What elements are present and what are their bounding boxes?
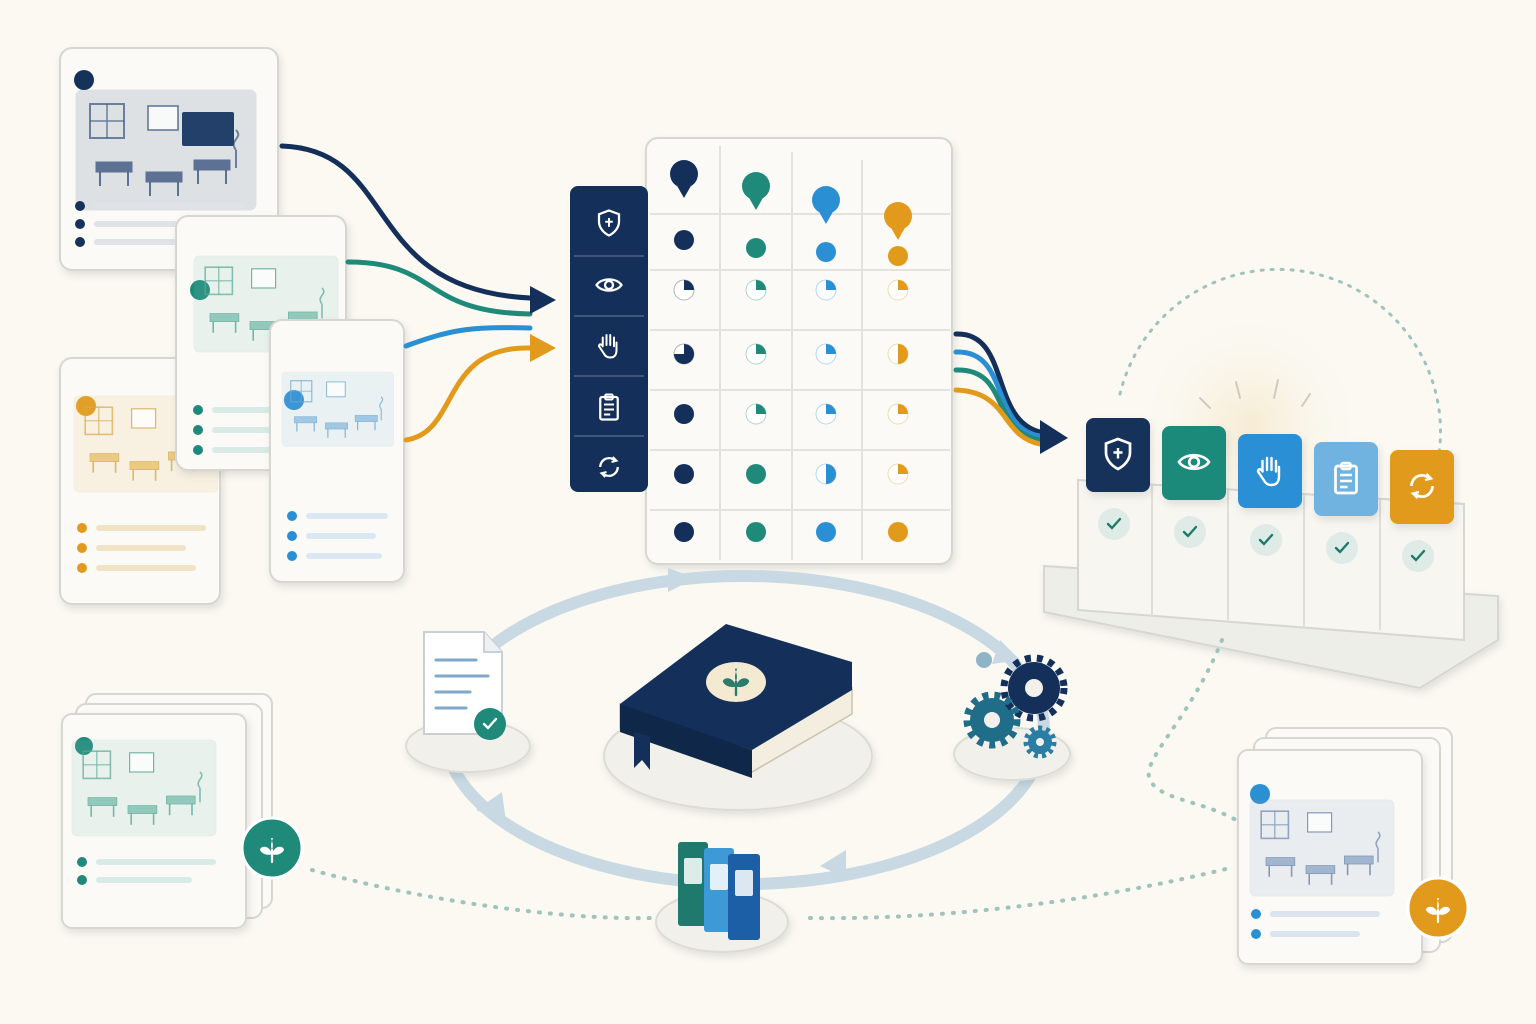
rating-dot [673, 279, 695, 301]
rating-dot [888, 246, 908, 266]
rating-dot [816, 242, 836, 262]
rating-dot [674, 404, 694, 424]
binders-icon[interactable] [655, 842, 789, 953]
result-tile-sky[interactable] [1314, 442, 1378, 564]
rating-dot [745, 403, 767, 425]
pin-teal-icon [742, 172, 770, 210]
source-cards [59, 47, 405, 605]
rating-dot [746, 522, 766, 542]
pin-orange-icon [884, 202, 912, 240]
result-tile-teal[interactable] [1162, 426, 1226, 548]
classroom-stack-teal[interactable] [61, 693, 304, 929]
rating-dot [746, 464, 766, 484]
rating-dot [674, 230, 694, 250]
classroom-photo-card-blue[interactable] [269, 319, 405, 583]
leaf-badge-icon [240, 816, 304, 880]
rating-dot [887, 403, 909, 425]
rating-dot [815, 343, 837, 365]
dotted-connectors [310, 638, 1238, 921]
result-tile-navy[interactable] [1086, 418, 1150, 540]
rating-dot [815, 463, 837, 485]
rating-dot [815, 279, 837, 301]
assessment-matrix [570, 137, 953, 565]
criteria-result-tiles [1086, 418, 1454, 572]
classroom-stack-blue[interactable] [1237, 727, 1470, 965]
rating-dot [746, 238, 766, 258]
input-flow-arrows [279, 143, 556, 443]
result-tile-orange[interactable] [1390, 450, 1454, 572]
column-header-pins [670, 160, 912, 240]
rating-dot [673, 343, 695, 365]
classroom-photo-card-navy[interactable] [59, 47, 279, 271]
rating-dot [815, 403, 837, 425]
output-panel [1043, 268, 1499, 690]
rating-dot [887, 279, 909, 301]
output-flow-arrows [953, 331, 1068, 454]
leaf-badge-icon [1406, 876, 1470, 940]
rating-dot [745, 279, 767, 301]
criteria-sidebar [570, 186, 648, 492]
handbook-book-icon[interactable] [603, 624, 873, 811]
rating-dot [674, 522, 694, 542]
rating-dot [674, 464, 694, 484]
pin-navy-icon [670, 160, 698, 198]
rating-dot [745, 343, 767, 365]
rating-dot [887, 343, 909, 365]
rating-dot [887, 463, 909, 485]
pin-blue-icon [812, 186, 840, 224]
rating-dot [888, 522, 908, 542]
improvement-cycle [405, 568, 1071, 953]
rating-dot [816, 522, 836, 542]
result-tile-blue[interactable] [1238, 434, 1302, 556]
approved-document-icon[interactable] [405, 631, 531, 773]
rating-dots [673, 230, 909, 542]
gears-icon[interactable] [953, 652, 1071, 781]
